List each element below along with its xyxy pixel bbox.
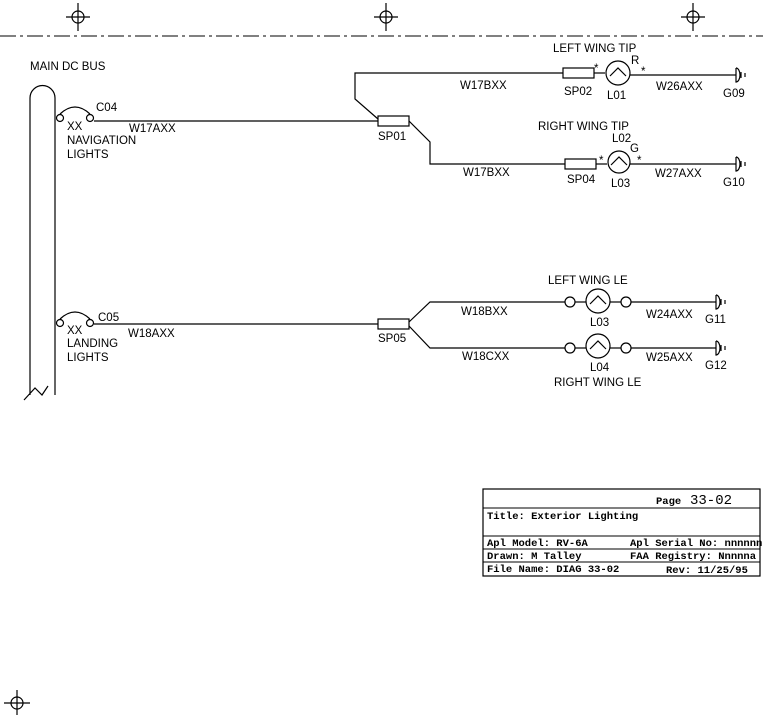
left-tip-star-in: * <box>594 63 599 75</box>
right-tip-star-in: * <box>599 155 604 167</box>
bus-label: MAIN DC BUS <box>30 61 106 73</box>
lamp-l01-color: R <box>631 55 639 67</box>
registration-mark-bottom-left <box>4 690 30 715</box>
lamp-l03-nav-color: G <box>630 143 639 155</box>
left-le-terminal-in <box>564 296 576 308</box>
wire-w18bxx <box>408 301 565 323</box>
landing-name-line1: LANDING <box>67 338 118 350</box>
main-dc-bus <box>23 84 56 401</box>
left-tip-star-out: * <box>641 66 646 78</box>
ground-g09-label: G09 <box>723 88 745 100</box>
title-block-page-number: 33-02 <box>690 493 732 509</box>
landing-breaker <box>55 311 95 328</box>
lamp-l01-label: L01 <box>607 90 626 102</box>
wire-w18axx-label: W18AXX <box>128 328 175 340</box>
title-block-model: Apl Model: RV-6A <box>487 538 589 550</box>
lamp-l01-icon <box>605 60 631 86</box>
landing-breaker-id: C05 <box>98 312 119 324</box>
wire-w18cxx-label: W18CXX <box>462 351 510 363</box>
title-block-drawn: Drawn: M Talley <box>487 551 582 563</box>
landing-breaker-xx: XX <box>67 325 83 337</box>
right-tip-star-out: * <box>637 155 642 167</box>
wire-w17bxx-left <box>354 72 563 120</box>
ground-g12-icon <box>712 340 726 356</box>
lamp-l02-label: L02 <box>612 133 631 145</box>
nav-name-line1: NAVIGATION <box>67 135 136 147</box>
left-wing-le-title: LEFT WING LE <box>548 275 628 287</box>
splice-sp05 <box>377 318 410 330</box>
title-block <box>482 488 761 577</box>
registration-mark-top-left <box>66 3 90 31</box>
registration-mark-top-right <box>681 3 705 31</box>
ground-g10-label: G10 <box>723 177 745 189</box>
nav-breaker-id: C04 <box>96 102 118 114</box>
wire-w17bxx-right-label: W17BXX <box>463 167 510 179</box>
nav-breaker-xx: XX <box>67 121 83 133</box>
splice-sp04-label: SP04 <box>567 174 596 186</box>
nav-breaker <box>55 106 95 123</box>
nav-name-line2: LIGHTS <box>67 149 109 161</box>
splice-sp02 <box>562 67 595 79</box>
lamp-l03-landing-icon <box>585 288 611 314</box>
ground-g11-label: G11 <box>705 314 726 326</box>
ground-g12-label: G12 <box>705 360 727 372</box>
splice-sp01 <box>377 115 410 127</box>
title-block-serial: Apl Serial No: nnnnnn <box>630 538 762 550</box>
lamp-l03-nav-label: L03 <box>611 178 630 190</box>
left-le-terminal-out <box>620 296 632 308</box>
title-block-file-name: File Name: DIAG 33-02 <box>487 564 619 576</box>
splice-sp01-label: SP01 <box>378 131 406 143</box>
right-le-terminal-out <box>620 342 632 354</box>
ground-g09-icon <box>730 67 746 83</box>
wire-w24axx-label: W24AXX <box>646 309 693 321</box>
ground-g11-icon <box>712 294 726 310</box>
lamp-l03-nav-icon <box>607 150 631 174</box>
wire-w17axx-label: W17AXX <box>129 123 176 135</box>
wire-w17bxx-right <box>408 120 565 165</box>
registration-mark-top-center <box>374 3 398 31</box>
title-block-registry: FAA Registry: Nnnnna <box>630 551 757 563</box>
lamp-l04-icon <box>585 333 611 359</box>
wire-w26axx-label: W26AXX <box>656 81 703 93</box>
title-block-rev: Rev: 11/25/95 <box>666 565 748 577</box>
wire-w18cxx <box>408 325 565 349</box>
lamp-l04-label: L04 <box>590 362 610 374</box>
right-wing-le-title: RIGHT WING LE <box>554 377 642 389</box>
landing-name-line2: LIGHTS <box>67 352 109 364</box>
wire-w27axx-label: W27AXX <box>655 168 702 180</box>
wire-w18bxx-label: W18BXX <box>461 306 508 318</box>
wire-w25axx-label: W25AXX <box>646 352 693 364</box>
title-block-title: Title: Exterior Lighting <box>487 511 638 523</box>
lamp-l03-landing-label: L03 <box>590 317 609 329</box>
splice-sp02-label: SP02 <box>564 86 592 98</box>
right-wing-tip-title: RIGHT WING TIP <box>538 121 629 133</box>
title-block-page-label: Page <box>656 496 681 508</box>
right-le-terminal-in <box>564 342 576 354</box>
wire-w17bxx-left-label: W17BXX <box>460 80 507 92</box>
left-wing-tip-title: LEFT WING TIP <box>553 43 637 55</box>
splice-sp04 <box>564 158 597 170</box>
splice-sp05-label: SP05 <box>378 333 406 345</box>
ground-g10-icon <box>730 156 746 172</box>
